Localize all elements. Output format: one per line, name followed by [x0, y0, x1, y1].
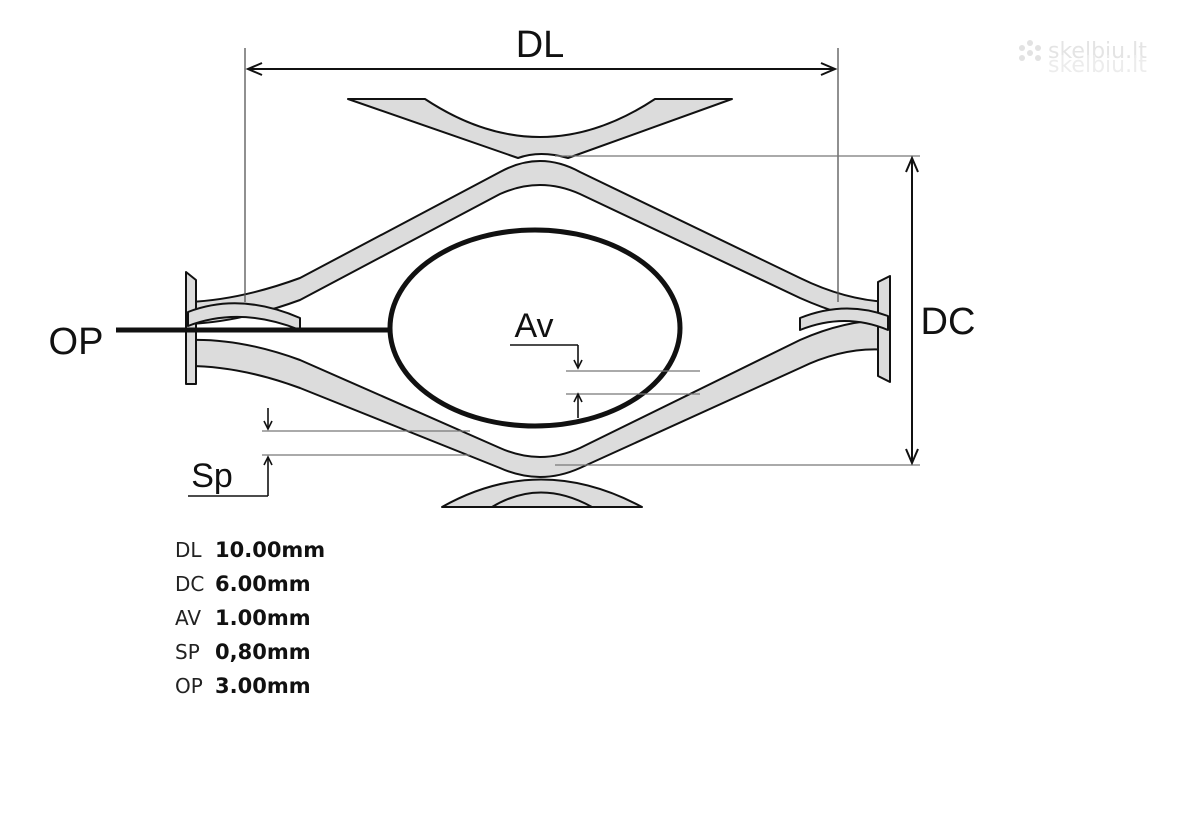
mesh-upper-strands — [347, 98, 733, 159]
sp-dimension — [188, 408, 470, 497]
spec-row-av: AV 1.00mm — [175, 601, 325, 635]
sp-label: Sp — [191, 457, 233, 495]
spec-row-dc: DC 6.00mm — [175, 567, 325, 601]
spec-key: AV — [175, 606, 202, 630]
spec-value: 3.00mm — [215, 674, 311, 698]
spec-row-op: OP 3.00mm — [175, 669, 325, 703]
dl-label: DL — [516, 24, 565, 66]
dl-dimension — [244, 48, 839, 302]
spec-value: 6.00mm — [215, 572, 311, 596]
op-label: OP — [49, 321, 104, 363]
spec-key: OP — [175, 674, 203, 698]
spec-key: DC — [175, 572, 205, 596]
spec-row-sp: SP 0,80mm — [175, 635, 325, 669]
mesh-bottom-crossing — [441, 478, 643, 508]
spec-value: 0,80mm — [215, 640, 311, 664]
spec-value: 10.00mm — [215, 538, 326, 562]
spec-value: 1.00mm — [215, 606, 311, 630]
spec-key: SP — [175, 640, 200, 664]
watermark-logo-icon — [1019, 40, 1041, 61]
spec-key: DL — [175, 538, 202, 562]
watermark-text-shadow: skelbiu.lt — [1048, 53, 1147, 78]
dc-label: DC — [921, 301, 976, 343]
watermark-text: skelbiu.lt — [1048, 39, 1147, 64]
av-dimension — [510, 344, 700, 418]
spec-row-dl: DL 10.00mm — [175, 533, 325, 567]
dc-dimension — [555, 155, 920, 466]
mesh-diamond-strands — [185, 160, 891, 478]
av-label: Av — [514, 307, 553, 345]
spec-list: DL 10.00mm DC 6.00mm AV 1.00mm SP 0,80mm OP 3… — [175, 533, 325, 703]
watermark: skelbiu.lt skelbiu.lt — [1019, 39, 1147, 78]
